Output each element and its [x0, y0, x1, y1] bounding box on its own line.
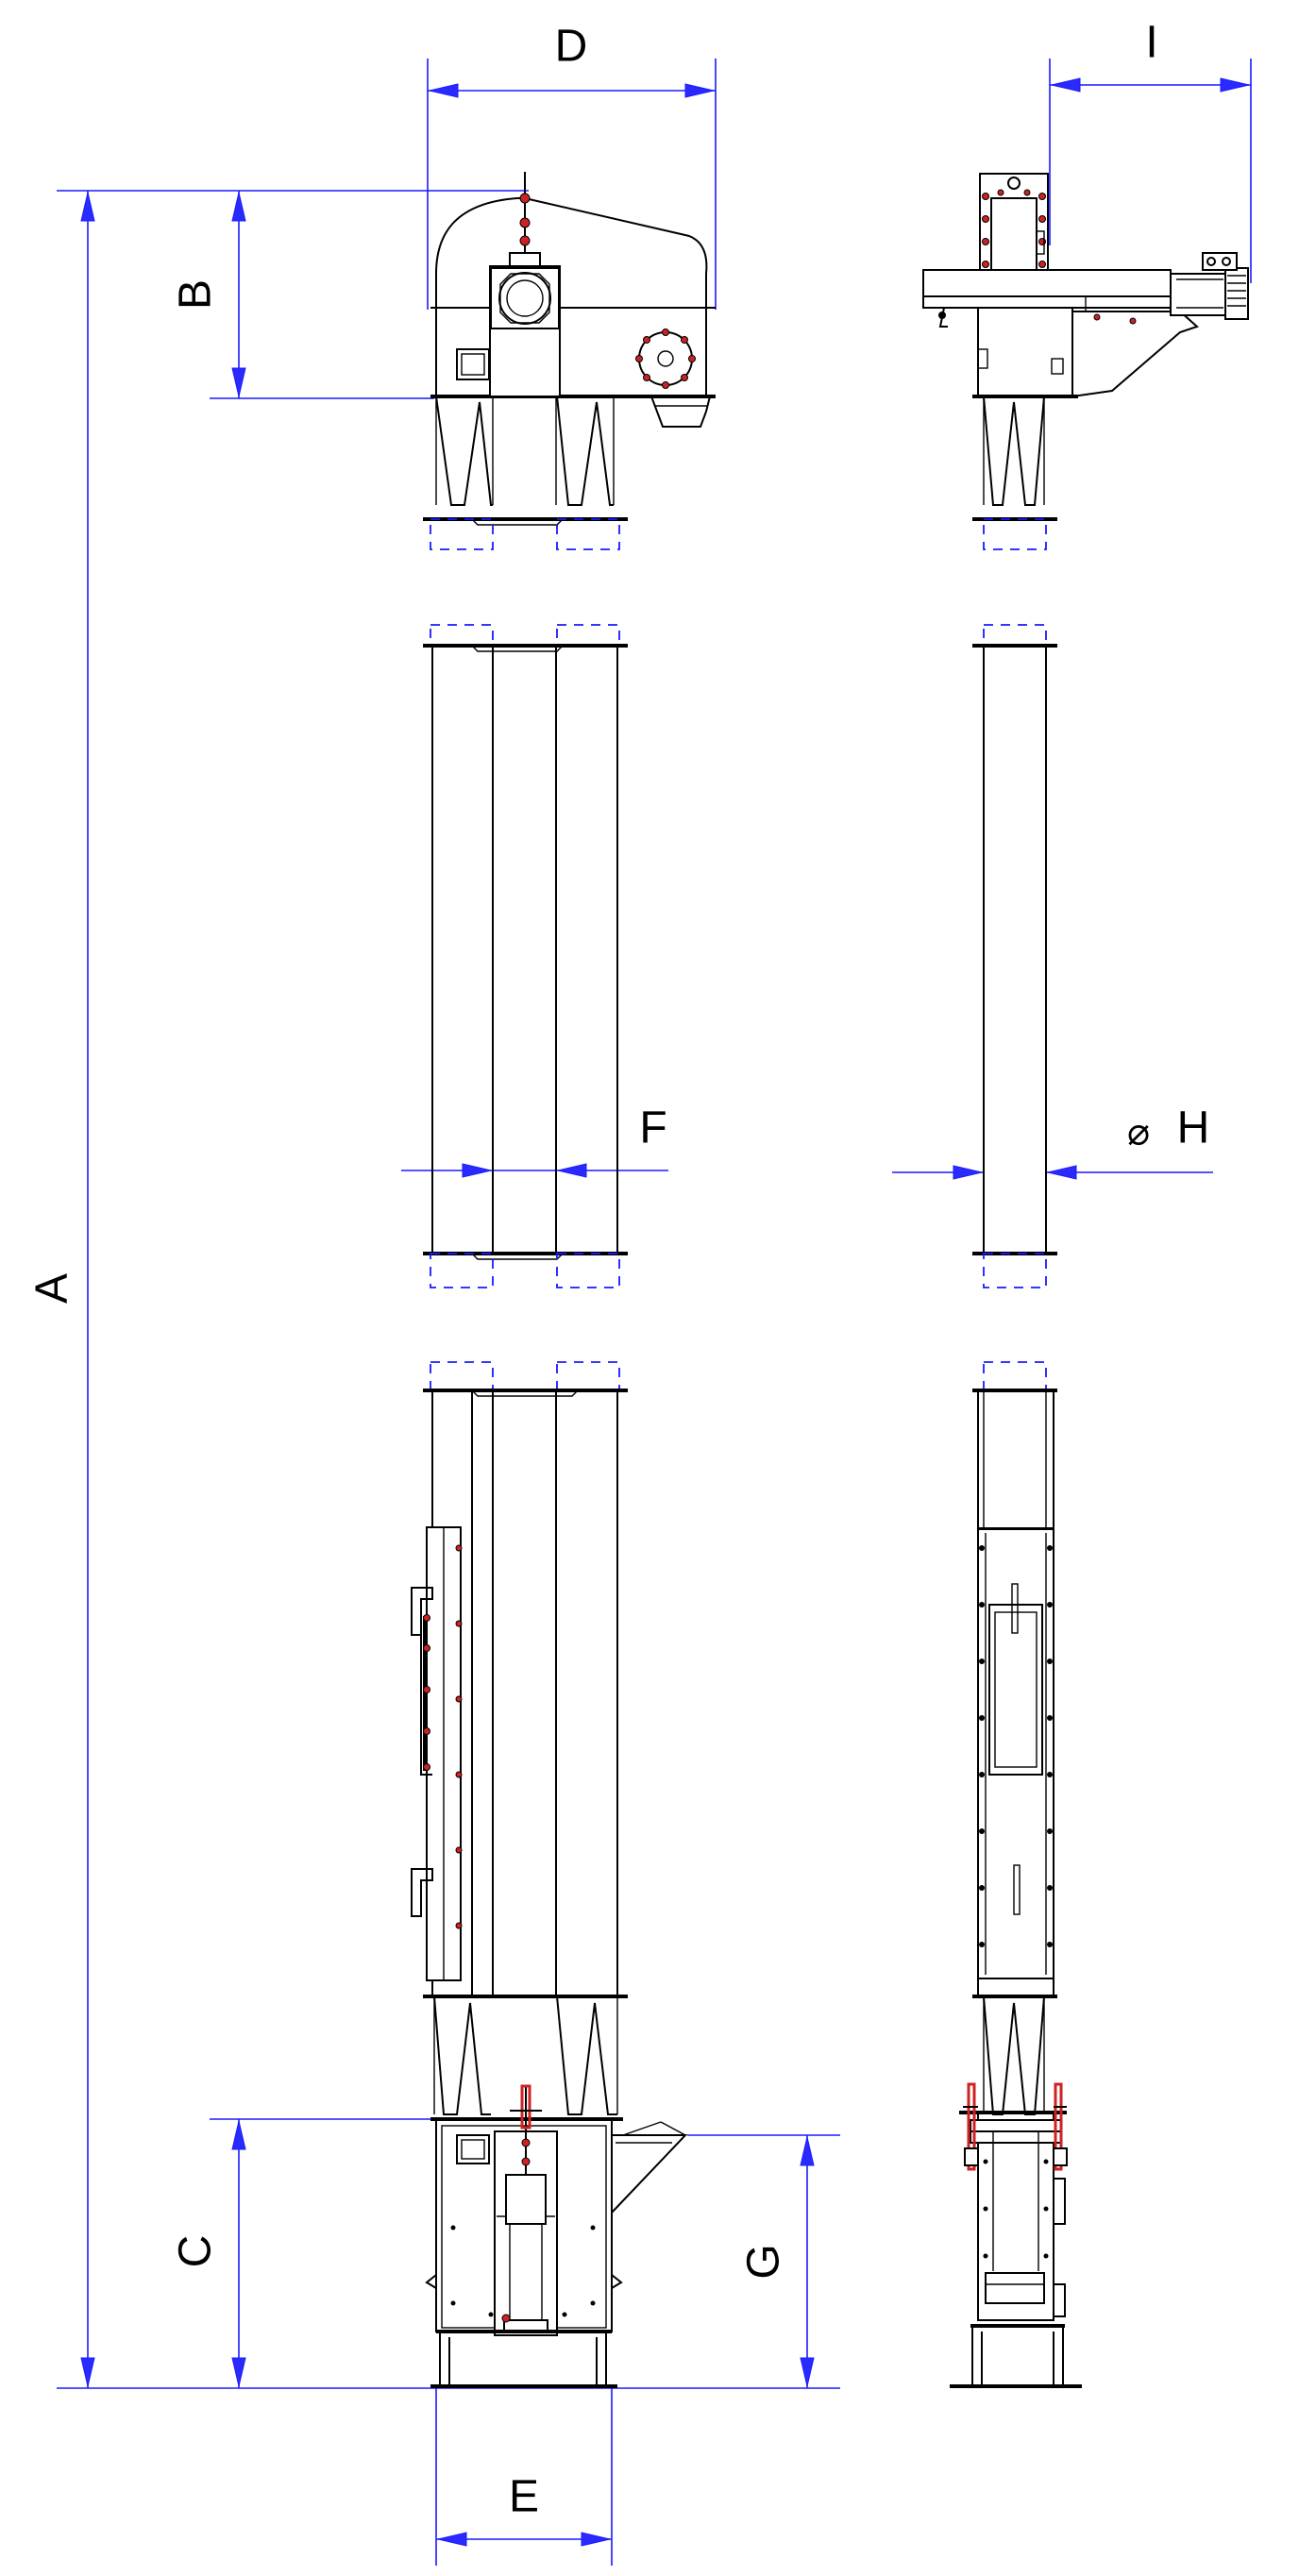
dimension-b: B	[171, 191, 434, 399]
side-view	[922, 173, 1249, 2388]
side-head	[922, 173, 1249, 550]
side-lower-tube	[972, 1361, 1057, 2115]
dimension-i: I	[1049, 18, 1252, 283]
label-b: B	[171, 279, 221, 310]
label-g: G	[739, 2244, 789, 2279]
side-middle-tube	[972, 624, 1057, 1288]
label-d: D	[555, 22, 588, 72]
label-e: E	[509, 2472, 539, 2522]
dimension-c: C	[171, 2118, 434, 2388]
dimension-a: A	[27, 190, 840, 2389]
side-boot	[950, 2082, 1082, 2388]
label-diameter: ⌀	[1127, 1112, 1150, 1153]
label-f: F	[639, 1103, 666, 1153]
front-head	[423, 172, 716, 550]
front-lower-tubes	[411, 1361, 628, 2115]
front-boot	[425, 2084, 688, 2388]
front-middle-tubes	[423, 624, 628, 1288]
dimension-f: F	[401, 1103, 668, 1178]
dimension-h: ⌀ H	[892, 1103, 1213, 1180]
label-a: A	[27, 1273, 77, 1304]
label-h: H	[1177, 1103, 1210, 1153]
label-c: C	[171, 2235, 221, 2268]
label-i: I	[1145, 18, 1157, 68]
dimension-e: E	[435, 2388, 613, 2566]
dimension-d: D	[427, 22, 717, 310]
front-view	[411, 172, 716, 2388]
dimension-g: G	[687, 2134, 840, 2388]
